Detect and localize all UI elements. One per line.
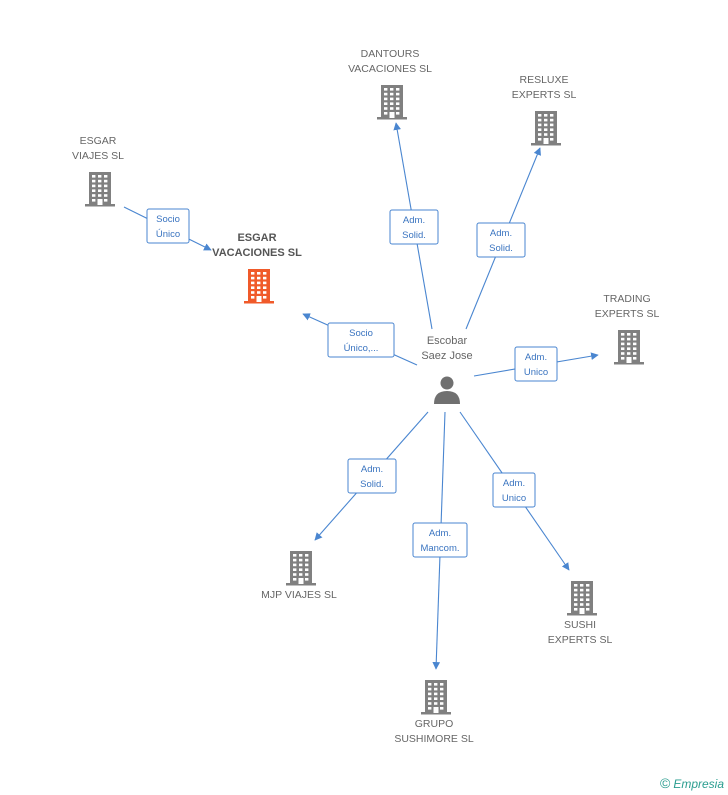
building-icon[interactable] bbox=[244, 269, 274, 304]
relation-label-box[interactable] bbox=[514, 346, 558, 382]
company-node-esgar-viajes[interactable]: ESGAR VIAJES SL bbox=[72, 135, 124, 207]
building-icon[interactable] bbox=[286, 551, 316, 586]
company-node-mjp[interactable]: MJP VIAJES SL bbox=[261, 551, 337, 601]
building-icon[interactable] bbox=[421, 680, 451, 715]
person-icon[interactable] bbox=[434, 376, 460, 405]
company-name-suffix: SUSHIMORE SL bbox=[394, 733, 474, 745]
building-icon[interactable] bbox=[567, 581, 597, 616]
relation-label-box[interactable] bbox=[146, 208, 190, 244]
relation-role: Adm. bbox=[403, 215, 425, 226]
company-name-suffix: VACACIONES SL bbox=[212, 247, 302, 259]
relation-label-sushi[interactable]: Adm. Unico bbox=[492, 472, 536, 508]
relation-role: Socio bbox=[349, 328, 373, 339]
person-last-name: Saez Jose bbox=[421, 350, 472, 362]
company-name-suffix: EXPERTS SL bbox=[512, 89, 577, 101]
relation-label-trading[interactable]: Adm. Unico bbox=[514, 346, 558, 382]
relation-role: Socio bbox=[156, 214, 180, 225]
company-node-dantours[interactable]: DANTOURS VACACIONES SL bbox=[348, 48, 432, 120]
relation-label-grupo[interactable]: Adm. Mancom. bbox=[412, 522, 468, 558]
relation-role: Adm. bbox=[429, 528, 451, 539]
relation-type: Mancom. bbox=[420, 543, 459, 554]
watermark: ©Empresia bbox=[660, 775, 724, 791]
company-node-sushi[interactable]: SUSHI EXPERTS SL bbox=[548, 581, 613, 646]
company-name-suffix: VIAJES SL bbox=[72, 150, 124, 162]
relation-label-box[interactable] bbox=[347, 458, 397, 494]
company-name: GRUPO bbox=[415, 718, 454, 730]
relation-role: Adm. bbox=[490, 228, 512, 239]
company-name: RESLUXE bbox=[519, 74, 568, 86]
company-name: ESGAR bbox=[80, 135, 117, 147]
relation-type: Unico bbox=[502, 493, 526, 504]
relation-role: Adm. bbox=[525, 352, 547, 363]
company-node-grupo[interactable]: GRUPO SUSHIMORE SL bbox=[394, 680, 474, 745]
company-name: SUSHI bbox=[564, 619, 596, 631]
company-name: MJP VIAJES SL bbox=[261, 589, 337, 601]
company-name-suffix: EXPERTS SL bbox=[548, 634, 613, 646]
relation-type: Único,... bbox=[344, 343, 379, 354]
company-name-suffix: VACACIONES SL bbox=[348, 63, 432, 75]
relation-label-resluxe[interactable]: Adm. Solid. bbox=[476, 222, 526, 258]
copyright-icon: © bbox=[659, 775, 671, 791]
relation-label-box[interactable] bbox=[492, 472, 536, 508]
brand-logo-text: Empresia bbox=[673, 777, 724, 791]
relation-type: Solid. bbox=[402, 230, 426, 241]
relation-label-box[interactable] bbox=[412, 522, 468, 558]
relation-role: Adm. bbox=[503, 478, 525, 489]
company-name-suffix: EXPERTS SL bbox=[595, 308, 660, 320]
relation-label-dantours[interactable]: Adm. Solid. bbox=[389, 209, 439, 245]
relation-label-mjp[interactable]: Adm. Solid. bbox=[347, 458, 397, 494]
company-node-esgar-vacaciones[interactable]: ESGAR VACACIONES SL bbox=[212, 232, 302, 304]
company-name: ESGAR bbox=[237, 232, 276, 244]
relation-type: Unico bbox=[524, 367, 548, 378]
company-name: TRADING bbox=[603, 293, 650, 305]
building-icon[interactable] bbox=[614, 330, 644, 365]
relation-role: Adm. bbox=[361, 464, 383, 475]
relation-type: Solid. bbox=[489, 243, 513, 254]
company-node-trading[interactable]: TRADING EXPERTS SL bbox=[595, 293, 660, 365]
relation-label-box[interactable] bbox=[389, 209, 439, 245]
relation-type: Solid. bbox=[360, 479, 384, 490]
company-name: DANTOURS bbox=[361, 48, 420, 60]
relation-type: Único bbox=[156, 229, 180, 240]
building-icon[interactable] bbox=[85, 172, 115, 207]
relation-label-esgar-vacaciones[interactable]: SocioÚnico,... bbox=[327, 322, 395, 358]
relation-label-box[interactable] bbox=[476, 222, 526, 258]
person-first-name: Escobar bbox=[427, 335, 468, 347]
company-node-resluxe[interactable]: RESLUXE EXPERTS SL bbox=[512, 74, 577, 146]
relation-label-box[interactable] bbox=[327, 322, 395, 358]
building-icon[interactable] bbox=[377, 85, 407, 120]
building-icon[interactable] bbox=[531, 111, 561, 146]
